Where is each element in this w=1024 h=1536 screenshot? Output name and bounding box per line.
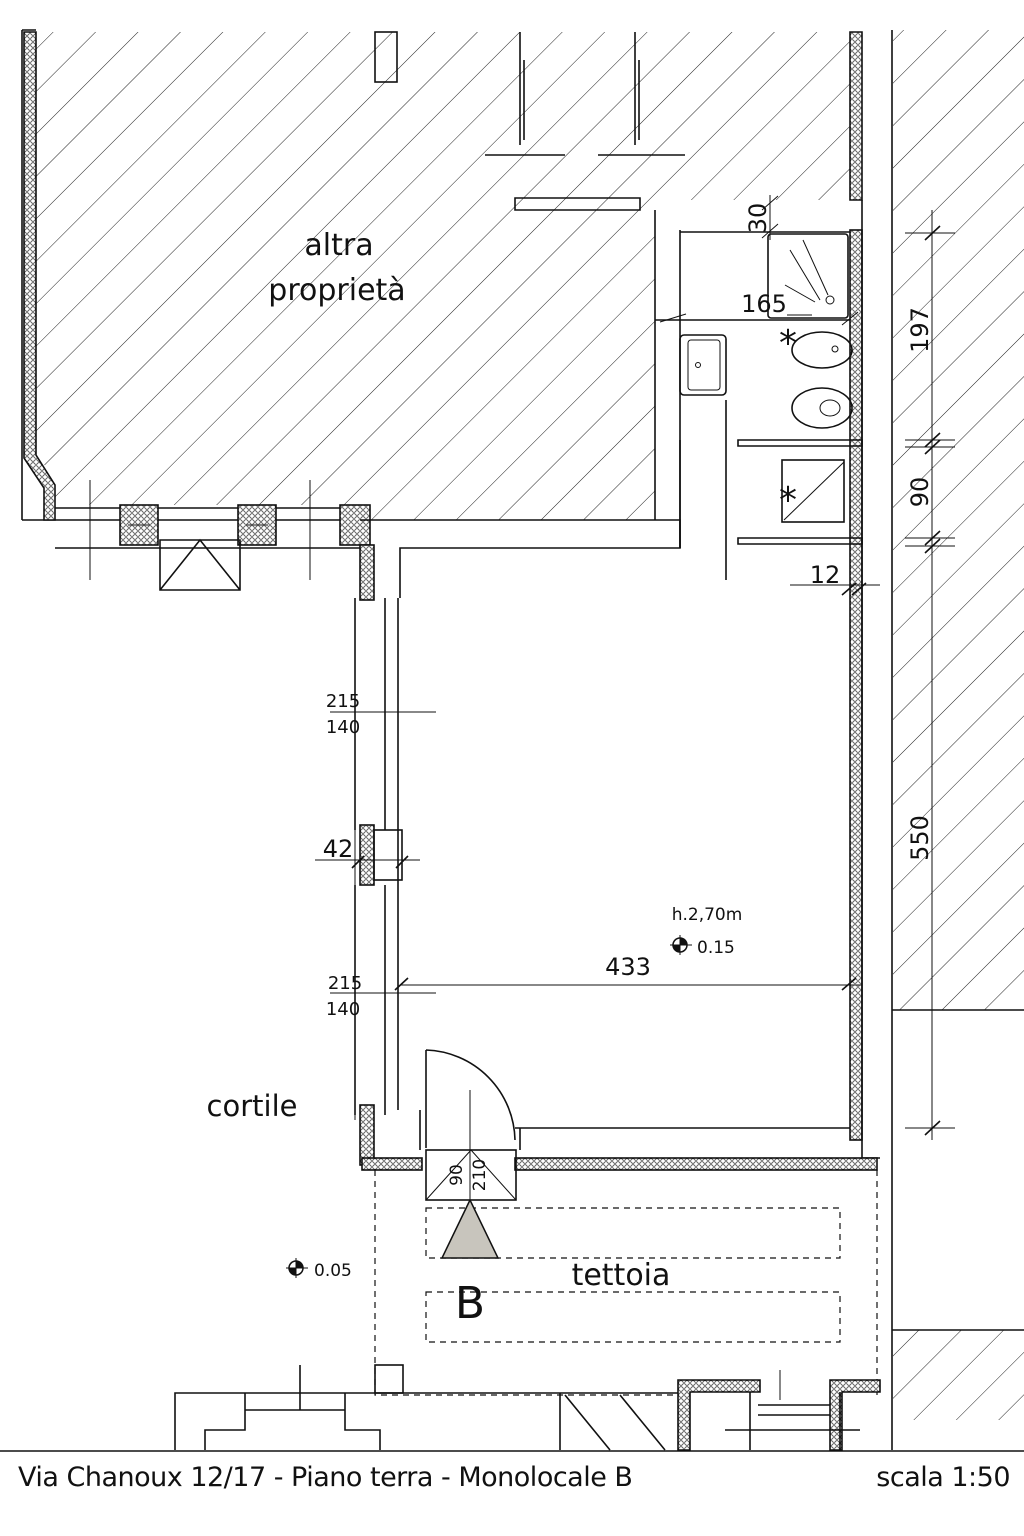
canopy-label: tettoia	[572, 1258, 671, 1293]
title-block: Via Chanoux 12/17 - Piano terra - Monolo…	[0, 1452, 1024, 1512]
level-interior: 0.15	[697, 938, 735, 958]
dim-window2-width: 140	[326, 999, 360, 1020]
entry-arrow	[440, 1198, 500, 1259]
canopy-area	[286, 1170, 878, 1396]
boiler	[781, 459, 845, 523]
dim-pillar: 42	[323, 835, 354, 863]
dim-door-height: 210	[470, 1159, 490, 1191]
dimension-chain-right	[761, 195, 955, 1140]
dim-wc-depth: 90	[906, 477, 934, 508]
bottom-structures	[174, 1364, 881, 1451]
wall-top-right	[849, 31, 863, 201]
level-marker-interior	[670, 935, 692, 955]
entrance-door[interactable]	[425, 1049, 516, 1148]
bidet	[791, 331, 853, 369]
drawing-title: Via Chanoux 12/17 - Piano terra - Monolo…	[18, 1462, 633, 1493]
dim-room-depth: 550	[906, 815, 934, 861]
other-property-windows	[55, 480, 371, 591]
dim-window2-height: 215	[328, 973, 362, 994]
bathroom: * *	[655, 200, 880, 1159]
dim-bath-top-wall: 30	[744, 203, 772, 234]
level-courtyard: 0.05	[314, 1261, 352, 1281]
dim-door-width: 90	[447, 1164, 467, 1186]
other-property-area	[34, 32, 850, 520]
toilet	[791, 387, 853, 429]
asterisk-icon: *	[779, 323, 797, 364]
dim-bath-depth: 197	[906, 307, 934, 353]
shower-tray	[767, 233, 849, 319]
drawing-scale: scala 1:50	[876, 1462, 1010, 1493]
level-marker-courtyard	[286, 1258, 308, 1278]
dim-room-width: 433	[605, 953, 651, 981]
unit-letter: B	[455, 1278, 485, 1329]
dim-wall-thickness: 12	[810, 561, 841, 589]
asterisk-icon: *	[779, 480, 797, 521]
studio-room	[315, 311, 880, 1201]
courtyard-label: cortile	[207, 1089, 298, 1123]
dim-window1-height: 215	[326, 691, 360, 712]
other-property-label-2: proprietà	[268, 273, 405, 308]
dim-bath-width: 165	[741, 290, 787, 318]
sink	[679, 334, 727, 396]
ceiling-height: h.2,70m	[672, 905, 743, 925]
other-property-label: altra	[304, 228, 373, 263]
dim-window1-width: 140	[326, 717, 360, 738]
neighbor-strip-hatch	[893, 30, 1024, 1010]
